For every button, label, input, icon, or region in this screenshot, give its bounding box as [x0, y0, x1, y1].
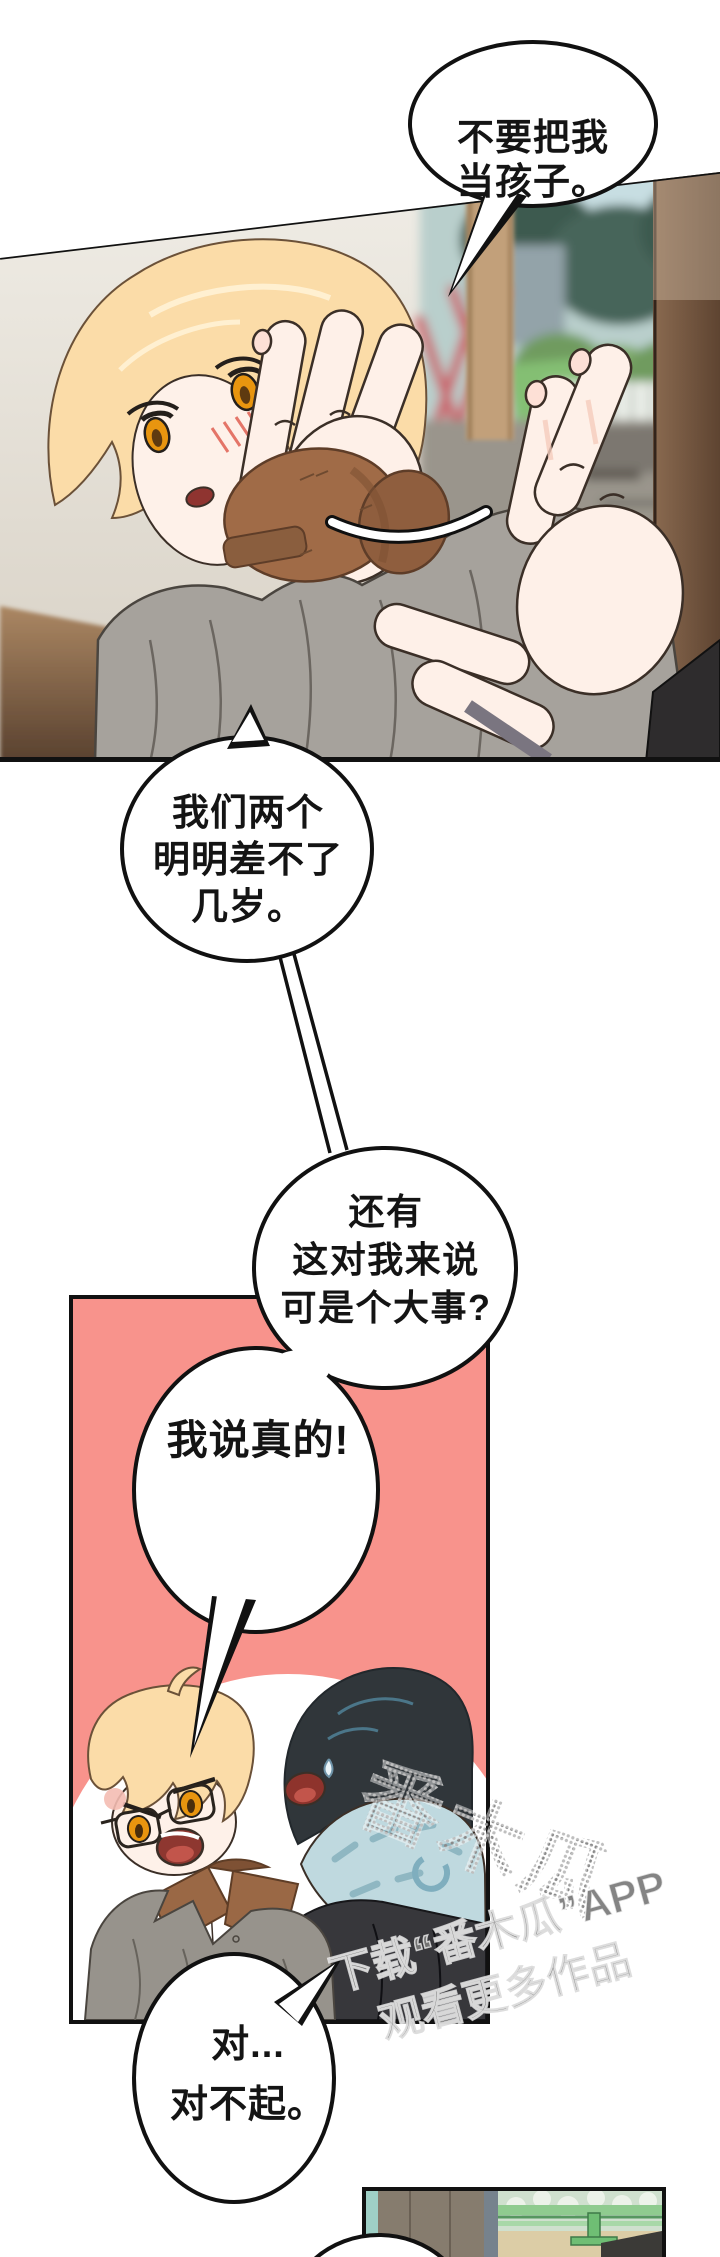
bag-strap — [464, 700, 552, 762]
speech-bubble-4: 我说真的! — [132, 1346, 384, 1778]
panel-3-partial — [362, 2187, 666, 2257]
bubble-4-shape — [132, 1346, 380, 1758]
dark-corner — [601, 2231, 662, 2257]
dark-haired-character — [251, 1666, 486, 2020]
green-rail — [498, 2205, 662, 2215]
bubble-5-text: 对... 对不起。 — [132, 2015, 364, 2135]
eyebrow — [126, 400, 180, 416]
bubble-2-text: 我们两个 明明差不了 几岁。 — [116, 789, 380, 930]
blush — [104, 1788, 126, 1810]
ahoge — [166, 1666, 203, 1697]
bubble-5-line: 对... — [211, 2024, 285, 2066]
bubble-5-shape — [132, 1952, 342, 2204]
blonde-character-small — [83, 1666, 337, 2020]
panel-1-artwork — [0, 172, 720, 762]
bubble-5-line: 对不起。 — [169, 2084, 326, 2126]
panel-2-artwork — [83, 1666, 486, 2020]
bubble-3-text: 还有 这对我来说 可是个大事? — [250, 1188, 522, 1332]
bubble-2-line: 我们两个 — [172, 792, 324, 833]
speech-bubble-1: 不要把我 当孩子。 — [398, 32, 668, 312]
bubble-3-line: 可是个大事? — [280, 1287, 492, 1328]
bubble-2-shape — [120, 704, 374, 963]
bubble-3-line: 还有 — [348, 1191, 424, 1232]
panel-3-artwork — [366, 2191, 662, 2257]
reaching-hand — [373, 343, 685, 751]
bubble-4-line: 我说真的! — [166, 1417, 350, 1463]
glasses — [100, 1783, 216, 1849]
motion-swoosh — [328, 508, 490, 541]
speech-bubble-2: 我们两个 明明差不了 几岁。 — [116, 700, 380, 966]
dark-sleeve-corner — [644, 637, 720, 762]
bubble-2-line: 几岁。 — [191, 886, 305, 927]
panel-1-bottom-border — [0, 757, 720, 762]
bubble-1-line: 不要把我 — [457, 117, 609, 158]
speech-bubble-5: 对... 对不起。 — [132, 1948, 364, 2218]
bubble-1-line: 当孩子。 — [457, 161, 609, 202]
bubble-3-shape — [252, 1146, 518, 1390]
bubble-2-line: 明明差不了 — [153, 839, 343, 880]
bubble-1-shape — [408, 40, 658, 297]
sweat-drop — [323, 1758, 334, 1779]
brown-mitt — [222, 447, 451, 583]
speech-bubble-3: 还有 这对我来说 可是个大事? — [250, 1144, 522, 1396]
bubble-4-text: 我说真的! — [132, 1416, 384, 1464]
amber-eyes — [126, 1790, 204, 1843]
bubble-1-text: 不要把我 当孩子。 — [398, 116, 668, 204]
bubble-3-line: 这对我来说 — [292, 1239, 480, 1280]
mouth — [185, 486, 215, 508]
bubble-connector-lines — [278, 953, 349, 1154]
